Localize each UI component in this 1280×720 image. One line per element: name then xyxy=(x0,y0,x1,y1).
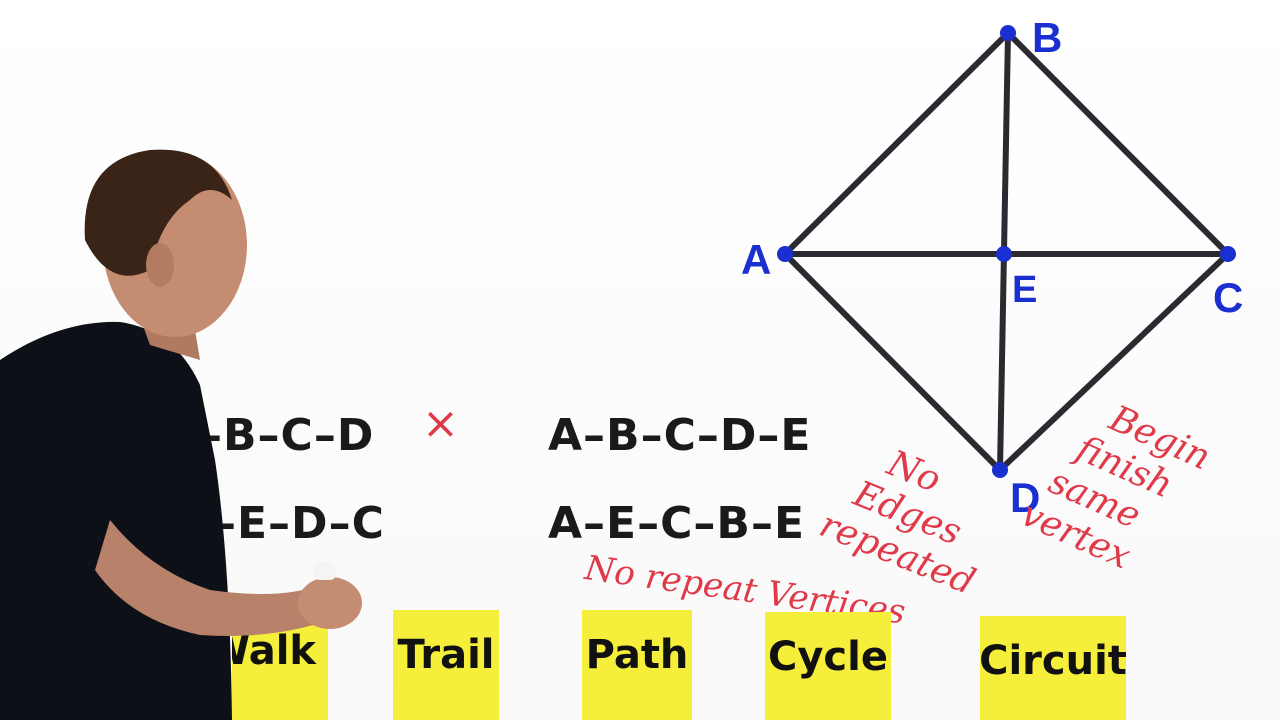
vertex-b-label: B xyxy=(1032,14,1062,61)
card-circuit: Circuit xyxy=(979,616,1127,720)
edge-ab xyxy=(782,30,1011,257)
card-trail: Trail xyxy=(393,610,499,720)
vertex-d-label: D xyxy=(1010,474,1040,521)
vertex-c-label: C xyxy=(1213,274,1243,321)
presenter-shirt xyxy=(0,321,232,720)
vertex-a-dot xyxy=(777,246,793,262)
sequence-row1-right: A–B–C–D–E xyxy=(548,410,812,461)
cross-mark: × xyxy=(422,398,459,449)
vertex-b-dot xyxy=(1000,25,1016,41)
vertex-a-label: A xyxy=(741,236,771,283)
card-path-label: Path xyxy=(585,632,689,678)
edge-da xyxy=(782,251,1003,473)
vertex-e-dot xyxy=(996,246,1012,262)
presenter-hair xyxy=(84,149,233,276)
card-trail-label: Trail xyxy=(397,632,495,678)
card-cycle: Cycle xyxy=(765,612,891,720)
card-circuit-label: Circuit xyxy=(979,638,1127,684)
sequence-row2-left: –E–D–C xyxy=(214,498,385,549)
sequence-row2-right: A–E–C–B–E xyxy=(548,498,805,549)
edge-bc xyxy=(1005,30,1231,257)
presenter-hand xyxy=(298,577,362,629)
card-path: Path xyxy=(582,610,692,720)
vertex-c-dot xyxy=(1220,246,1236,262)
presenter-ear xyxy=(146,243,174,287)
presenter xyxy=(0,149,362,720)
marker xyxy=(314,562,336,580)
card-walk-label: Walk xyxy=(232,628,316,674)
edge-cd xyxy=(997,251,1231,473)
sequence-row1-left: –B–C–D xyxy=(200,410,375,461)
vertex-e-label: E xyxy=(1012,269,1037,311)
presenter-arm xyxy=(95,520,330,636)
vertex-d-dot xyxy=(992,462,1008,478)
card-cycle-label: Cycle xyxy=(768,634,888,680)
